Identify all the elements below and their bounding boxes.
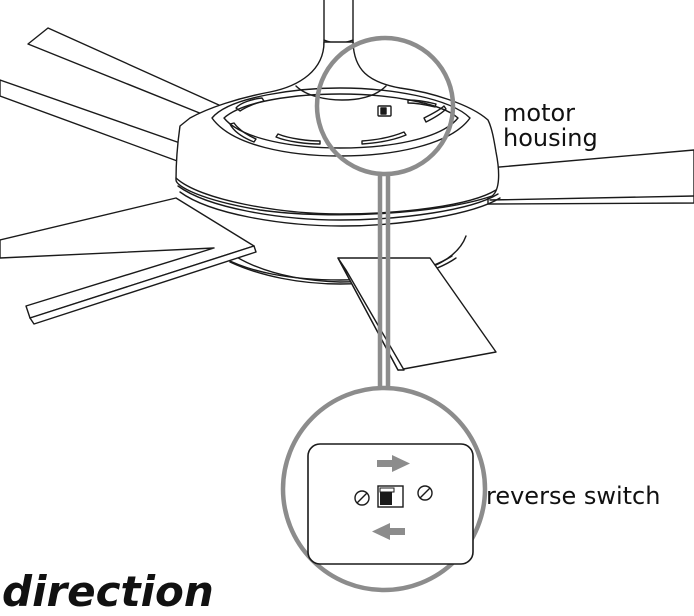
motor-housing-label: motor housing bbox=[503, 101, 598, 151]
callout-connector bbox=[377, 174, 391, 390]
reverse-switch bbox=[377, 485, 404, 508]
ceiling-fan-diagram bbox=[0, 0, 694, 593]
callout-circle-top bbox=[314, 35, 456, 177]
arrow-right-icon bbox=[377, 455, 410, 472]
reverse-switch-label: reverse switch bbox=[486, 482, 661, 510]
fan-blade-front-right bbox=[337, 257, 497, 371]
fan-blade-front-left bbox=[0, 197, 257, 325]
downrod bbox=[323, 0, 354, 46]
section-heading: direction bbox=[2, 567, 214, 616]
screw-icon bbox=[417, 485, 433, 501]
arrow-left-icon bbox=[372, 523, 405, 540]
motor-housing-label-line2: housing bbox=[503, 124, 598, 152]
screw-icon bbox=[354, 490, 370, 506]
motor-housing-label-line1: motor bbox=[503, 99, 576, 127]
fan-blade-right bbox=[487, 149, 694, 205]
motor-housing bbox=[175, 41, 501, 285]
